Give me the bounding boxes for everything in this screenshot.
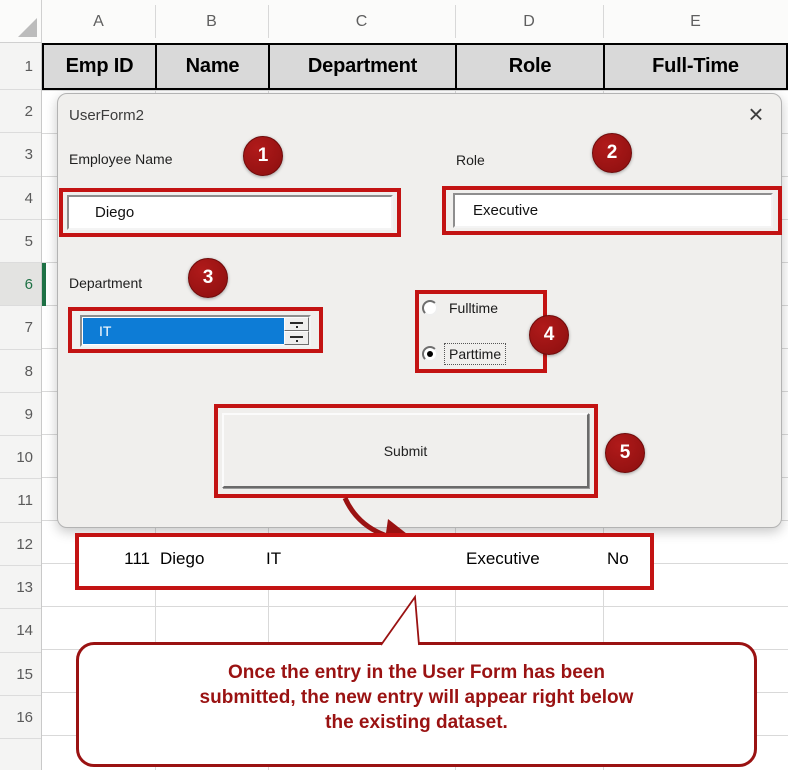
annotation-box-role [442, 186, 782, 235]
header-cell-emp-id[interactable]: Emp ID [44, 45, 157, 88]
row-header-5[interactable]: 5 [0, 220, 41, 263]
step-badge-4: 4 [529, 315, 569, 355]
submit-button[interactable]: Submit [222, 413, 589, 488]
row-header-8[interactable]: 8 [0, 350, 41, 393]
column-separator [455, 5, 456, 38]
department-label: Department [69, 275, 143, 291]
userform-dialog: UserForm2 × Employee Name 1 Diego Role 2… [57, 93, 782, 528]
row-header-14[interactable]: 14 [0, 609, 41, 653]
column-separator [268, 5, 269, 38]
spinner-down-icon [290, 336, 303, 338]
column-header-d[interactable]: D [523, 13, 535, 30]
row-header-16[interactable]: 16 [0, 696, 41, 739]
cell-full-time[interactable]: No [607, 549, 629, 568]
row-header-12[interactable]: 12 [0, 523, 41, 566]
cell-role[interactable]: Executive [466, 549, 540, 568]
row-header-column [0, 43, 42, 770]
radio-circle-icon [422, 300, 438, 316]
column-header-a[interactable]: A [93, 13, 104, 30]
role-input[interactable]: Executive [453, 193, 773, 228]
employee-name-label: Employee Name [69, 151, 173, 167]
column-header-c[interactable]: C [355, 13, 368, 30]
department-combobox[interactable]: IT [80, 315, 311, 347]
column-header-e[interactable]: E [690, 13, 701, 30]
header-cell-department[interactable]: Department [270, 45, 457, 88]
row-header-9[interactable]: 9 [0, 393, 41, 436]
row-header-15[interactable]: 15 [0, 653, 41, 696]
row-header-7[interactable]: 7 [0, 306, 41, 350]
active-cell-indicator [42, 263, 46, 306]
select-all-triangle-icon [18, 18, 37, 37]
employee-name-input[interactable]: Diego [67, 195, 393, 230]
row-header-13[interactable]: 13 [0, 566, 41, 609]
fulltime-radio[interactable]: Fulltime [422, 298, 502, 318]
parttime-radio[interactable]: Parttime [422, 343, 507, 365]
callout-line-1: Once the entry in the User Form has been [228, 662, 605, 683]
annotation-box-submit [214, 404, 598, 498]
dialog-title: UserForm2 [69, 107, 145, 124]
close-icon[interactable]: × [748, 99, 764, 129]
department-spinner [284, 317, 309, 345]
header-cell-name[interactable]: Name [157, 45, 270, 88]
column-separator [155, 5, 156, 38]
callout-line-3: the existing dataset. [325, 712, 508, 733]
parttime-radio-label: Parttime [443, 343, 507, 365]
annotation-box-department [68, 307, 323, 353]
select-all-corner[interactable] [0, 0, 42, 43]
callout-line-2: submitted, the new entry will appear rig… [199, 687, 634, 708]
column-header-b[interactable]: B [206, 13, 217, 30]
spinner-down-dot-icon [296, 340, 298, 342]
spinner-up-button[interactable] [284, 317, 309, 331]
callout-box: Once the entry in the User Form has been… [76, 642, 757, 767]
row-header-1[interactable]: 1 [0, 43, 41, 90]
column-header-strip [0, 0, 788, 43]
row-header-6-active[interactable]: 6 [0, 263, 41, 306]
role-label: Role [456, 152, 485, 168]
header-cell-full-time[interactable]: Full-Time [652, 55, 739, 77]
row-header-2[interactable]: 2 [0, 90, 41, 133]
annotation-box-employee-name [59, 188, 401, 237]
step-badge-3: 3 [188, 258, 228, 298]
spinner-down-button[interactable] [284, 331, 309, 345]
radio-circle-icon [422, 346, 438, 362]
step-badge-5: 5 [605, 433, 645, 473]
dataset-header-row: Emp ID Name Department Role Full-Time [42, 43, 788, 90]
annotation-box-new-entry-row [75, 533, 654, 590]
cell-department[interactable]: IT [266, 549, 282, 568]
column-separator [603, 5, 604, 38]
row-header-3[interactable]: 3 [0, 133, 41, 177]
cell-name[interactable]: Diego [160, 549, 205, 568]
fulltime-radio-label: Fulltime [449, 300, 499, 316]
step-badge-2: 2 [592, 133, 632, 173]
row-header-4[interactable]: 4 [0, 177, 41, 220]
header-cell-role[interactable]: Role [457, 45, 605, 88]
spinner-up-icon [290, 322, 303, 324]
spinner-up-dot-icon [296, 326, 298, 328]
step-badge-1: 1 [243, 136, 283, 176]
row-header-11[interactable]: 11 [0, 479, 41, 523]
row-header-10[interactable]: 10 [0, 436, 41, 479]
cell-emp-id[interactable]: 111 [124, 549, 150, 568]
department-selected-value: IT [83, 318, 284, 344]
